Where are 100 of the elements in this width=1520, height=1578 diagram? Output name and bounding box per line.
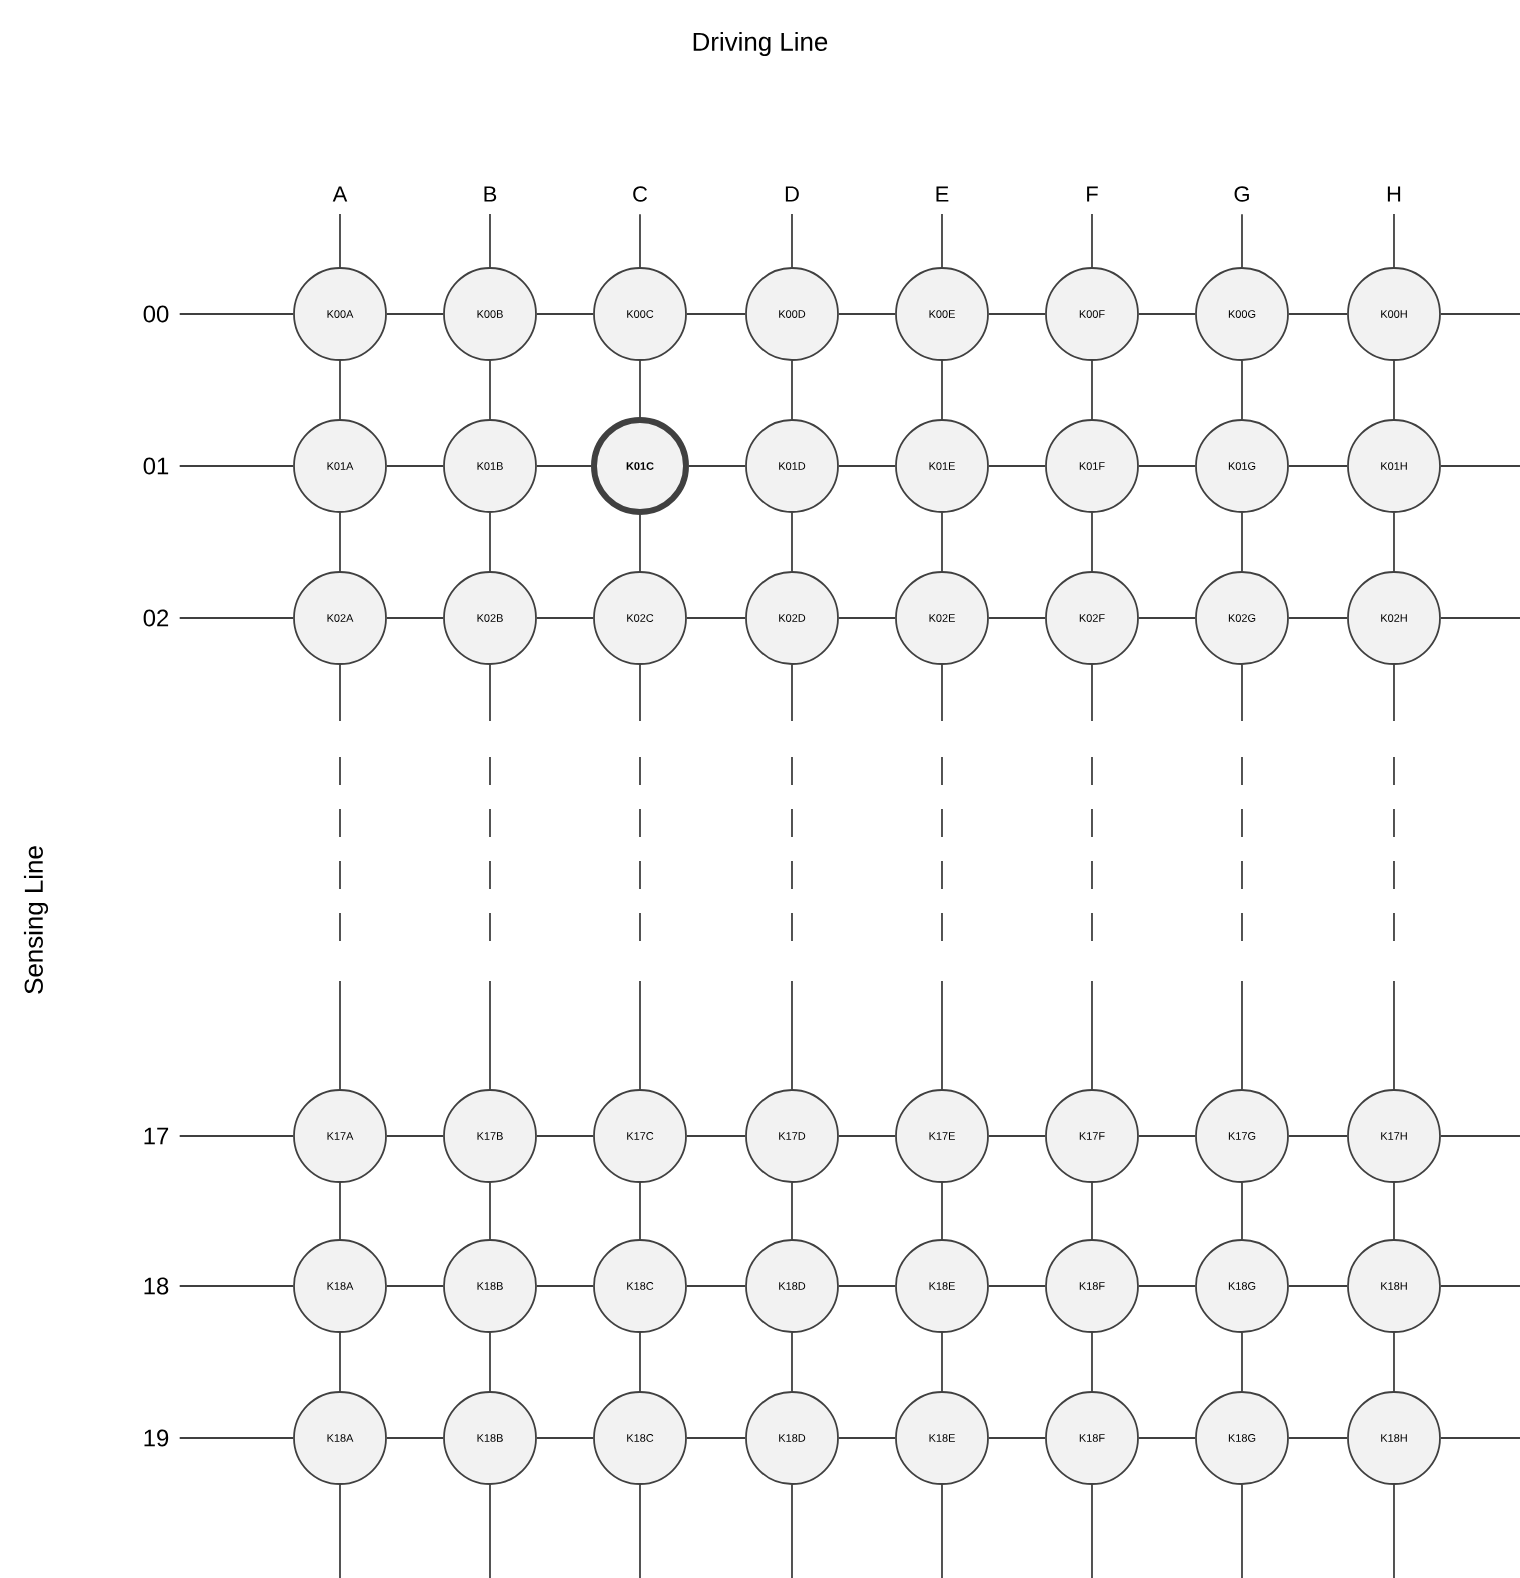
line bbox=[1440, 617, 1520, 619]
row-label: 01 bbox=[143, 457, 169, 475]
line bbox=[386, 313, 444, 315]
line bbox=[386, 1285, 444, 1287]
line bbox=[1091, 664, 1093, 1090]
line bbox=[988, 1285, 1046, 1287]
line bbox=[1241, 1182, 1243, 1240]
line bbox=[686, 1135, 746, 1137]
line bbox=[941, 664, 943, 1090]
row-label: 19 bbox=[144, 1429, 169, 1447]
line bbox=[489, 360, 491, 420]
line bbox=[1091, 1182, 1093, 1240]
line bbox=[1138, 1135, 1196, 1137]
line bbox=[178, 313, 294, 315]
line bbox=[1091, 512, 1093, 572]
line bbox=[1288, 617, 1348, 619]
line bbox=[536, 1135, 594, 1137]
line bbox=[1440, 1135, 1520, 1137]
line bbox=[489, 1182, 491, 1240]
line bbox=[1138, 313, 1196, 315]
line bbox=[838, 1285, 896, 1287]
line bbox=[639, 360, 641, 418]
line bbox=[339, 1484, 341, 1578]
line bbox=[686, 1437, 746, 1439]
line bbox=[1091, 1332, 1093, 1392]
line bbox=[941, 1484, 943, 1578]
line bbox=[988, 465, 1046, 467]
line bbox=[1241, 1484, 1243, 1578]
line bbox=[686, 617, 746, 619]
axis-title: Driving Line bbox=[693, 31, 828, 57]
line bbox=[686, 313, 746, 315]
line bbox=[1440, 1437, 1520, 1439]
line bbox=[386, 617, 444, 619]
line bbox=[1091, 1484, 1093, 1578]
line bbox=[536, 465, 592, 467]
axis-title: Sensing Line bbox=[23, 846, 49, 994]
line bbox=[386, 1135, 444, 1137]
line bbox=[639, 664, 641, 1090]
line bbox=[941, 1182, 943, 1240]
line bbox=[1393, 1332, 1395, 1392]
line bbox=[1393, 360, 1395, 420]
line bbox=[838, 465, 896, 467]
line bbox=[639, 1484, 641, 1578]
line bbox=[791, 1484, 793, 1578]
line bbox=[1241, 512, 1243, 572]
row-label: 00 bbox=[143, 305, 169, 323]
line bbox=[489, 512, 491, 572]
column-label: G bbox=[1234, 186, 1249, 202]
line bbox=[791, 1332, 793, 1392]
column-label: C bbox=[633, 186, 648, 202]
row-label: 18 bbox=[144, 1277, 169, 1295]
line bbox=[838, 313, 896, 315]
line bbox=[1241, 664, 1243, 1090]
line bbox=[1138, 1437, 1196, 1439]
line bbox=[988, 617, 1046, 619]
line bbox=[1440, 465, 1520, 467]
column-label: D bbox=[785, 186, 799, 202]
line bbox=[838, 617, 896, 619]
line bbox=[639, 1182, 641, 1240]
line bbox=[1393, 1484, 1395, 1578]
row-label: 17 bbox=[144, 1127, 169, 1145]
line bbox=[1393, 664, 1395, 1090]
line bbox=[386, 465, 444, 467]
line bbox=[1138, 617, 1196, 619]
line bbox=[339, 1182, 341, 1240]
line bbox=[791, 512, 793, 572]
line bbox=[339, 213, 341, 268]
line bbox=[339, 1332, 341, 1392]
line bbox=[1393, 512, 1395, 572]
line bbox=[1288, 1285, 1348, 1287]
line bbox=[489, 664, 491, 1090]
line bbox=[941, 512, 943, 572]
line bbox=[791, 360, 793, 420]
line bbox=[639, 1332, 641, 1392]
column-label: F bbox=[1087, 186, 1098, 202]
line bbox=[1241, 360, 1243, 420]
line bbox=[536, 617, 594, 619]
column-label: A bbox=[332, 186, 348, 202]
line bbox=[838, 1437, 896, 1439]
line bbox=[536, 1437, 594, 1439]
line bbox=[1288, 313, 1348, 315]
line bbox=[339, 360, 341, 420]
line bbox=[838, 1135, 896, 1137]
column-label: B bbox=[484, 186, 497, 202]
line bbox=[178, 1285, 294, 1287]
line bbox=[1138, 465, 1196, 467]
column-label: H bbox=[1387, 186, 1401, 202]
column-label: E bbox=[936, 186, 949, 202]
line bbox=[941, 360, 943, 420]
line bbox=[339, 664, 341, 1090]
line bbox=[178, 465, 294, 467]
line bbox=[386, 1437, 444, 1439]
line bbox=[791, 213, 793, 268]
line bbox=[178, 1437, 294, 1439]
line bbox=[536, 313, 594, 315]
line bbox=[1241, 1332, 1243, 1392]
line bbox=[988, 313, 1046, 315]
line bbox=[1091, 213, 1093, 268]
line bbox=[489, 213, 491, 268]
line bbox=[1241, 213, 1243, 268]
